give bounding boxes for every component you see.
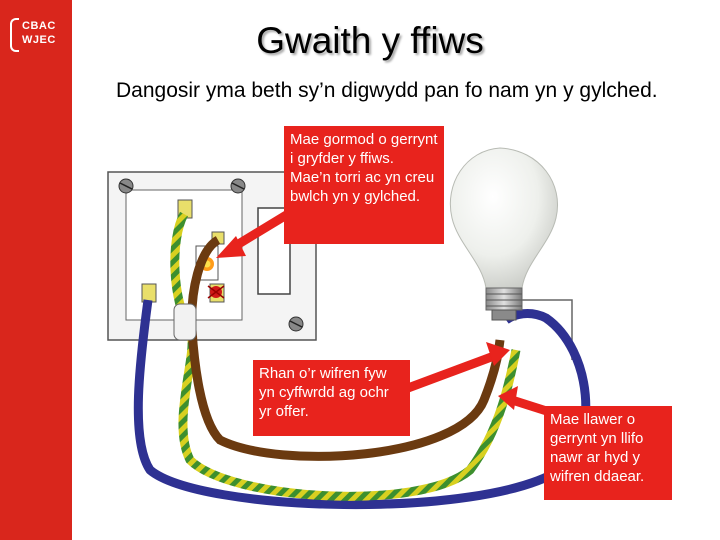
fault-spark-icon [207,285,225,299]
fuse-arrow [229,210,291,252]
screw-icons [118,178,304,332]
live-wire [187,236,505,461]
fault-callout: Rhan o’r wifren fyw yn cyffwrdd ag ochr … [253,360,410,436]
light-bulb-icon [450,147,558,321]
cbac-wjec-logo: CBAC WJEC [10,16,60,56]
fuse-arrowhead [216,236,246,258]
earth-callout: Mae llawer o gerrynt yn llifo nawr ar hy… [544,406,672,500]
slide-title: Gwaith y ffiws [256,20,484,61]
sidebar: CBAC WJEC [0,0,72,540]
earth-arrowhead [498,386,518,410]
cable-grip [173,303,197,341]
fuse-callout: Mae gormod o gerrynt i gryfder y ffiws. … [284,126,444,244]
fault-arrowhead [486,342,510,366]
logo-line-1: CBAC [22,20,56,32]
logo-bracket [10,18,19,52]
fault-arrow [406,351,496,393]
logo-line-2: WJEC [22,34,56,46]
neutral-wire [133,299,591,510]
intro-text: Dangosir yma beth sy’n digwydd pan fo na… [116,79,658,102]
